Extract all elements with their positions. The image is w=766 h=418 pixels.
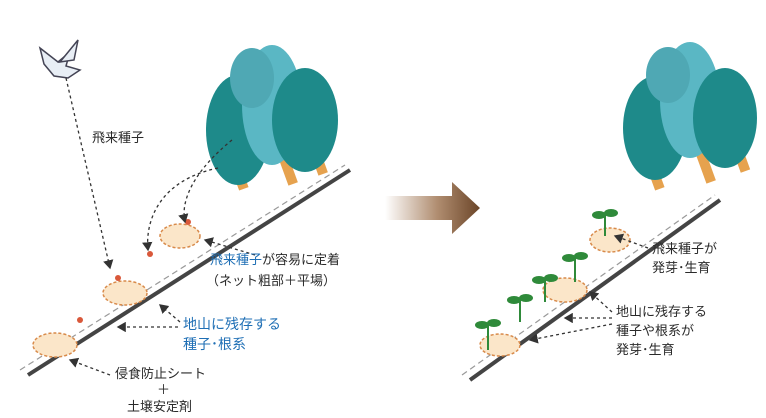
settle-label-blue: 飛来種子 (210, 252, 262, 268)
settle-paren-label: （ネット粗部＋平場） (206, 274, 336, 289)
tree-group-left (206, 45, 338, 191)
bird-icon (38, 39, 82, 79)
right-residual-label-line2: 種子や根系が (616, 323, 694, 339)
process-arrow-icon (385, 182, 480, 234)
right-flying-label-line1: 飛来種子が (652, 241, 717, 257)
flying-seeds-label: 飛来種子 (92, 130, 144, 146)
right-flying-label-line2: 発芽･生育 (652, 260, 711, 276)
residual-label-line1: 地山に残存する (183, 317, 281, 333)
sprouts-right (475, 209, 618, 350)
settle-label: 飛来種子が容易に定着 (210, 252, 340, 268)
sheet-label-line2: 土壌安定剤 (127, 399, 192, 415)
sheet-label-line1: 侵食防止シート (115, 366, 206, 382)
settle-label-rest: が容易に定着 (262, 252, 340, 268)
right-residual-label-line1: 地山に残存する (616, 305, 707, 320)
right-scene (461, 42, 757, 382)
tree-group-right (623, 42, 757, 191)
right-residual-label-line3: 発芽･生育 (616, 342, 675, 358)
seed-arrows-right (528, 233, 649, 344)
slope-right (461, 194, 722, 382)
left-scene (19, 39, 352, 377)
residual-label-line2: 種子･根系 (183, 337, 246, 353)
seed-arrows-left (65, 77, 256, 376)
sheet-label-plus: ＋ (157, 383, 170, 398)
slope-left (19, 164, 352, 377)
